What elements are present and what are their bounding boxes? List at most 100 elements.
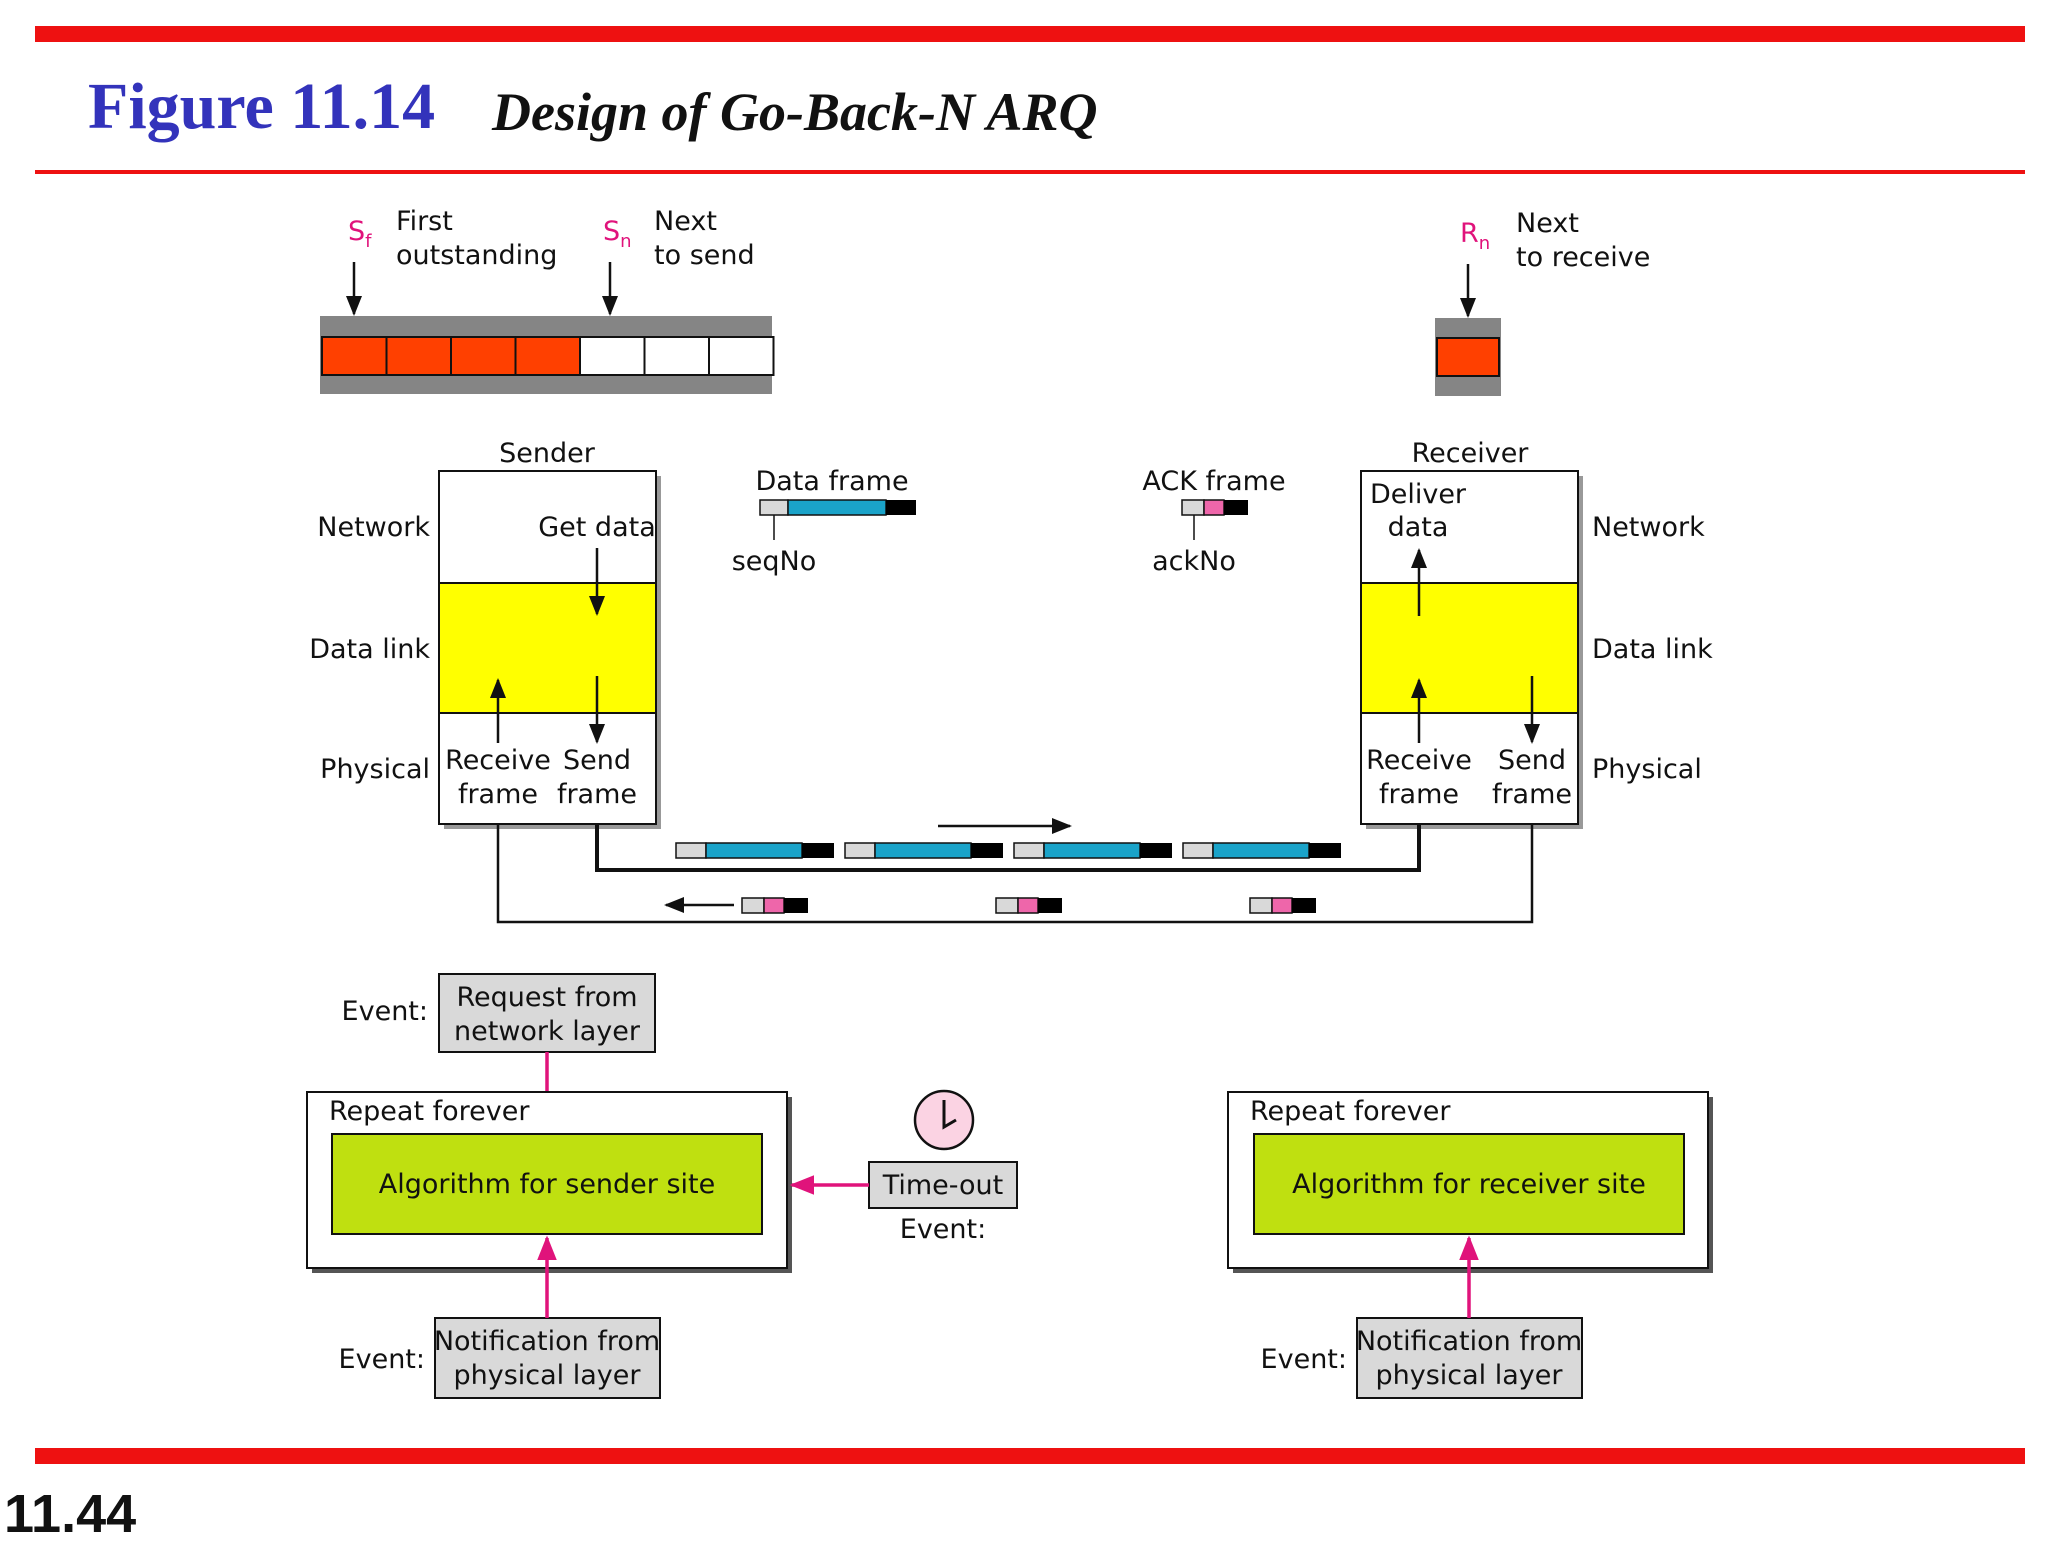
sender-request-text-1: Request from: [456, 982, 637, 1013]
ack-frame-trailer: [1292, 898, 1316, 913]
sender-request-event-label: Event:: [342, 996, 428, 1027]
sender-repeat-label: Repeat forever: [329, 1096, 530, 1127]
sender-receive-frame-2: frame: [458, 779, 538, 810]
data-frame-seq-field: [844, 842, 876, 859]
data-frames-in-transit: [675, 842, 1341, 859]
outstanding-frame-slot: [450, 336, 517, 376]
receiver-algorithm-label: Algorithm for receiver site: [1292, 1169, 1646, 1200]
figure-number: Figure 11.14: [88, 70, 435, 143]
sn-pointer-label: Sn: [603, 216, 632, 252]
data-frame-legend-label: Data frame: [755, 466, 908, 497]
data-frame-payload: [1043, 842, 1141, 859]
rn-pointer-label: Rn: [1460, 218, 1490, 254]
receiver-send-frame-1: Send: [1498, 745, 1566, 776]
ack-frame-ack-field: [1017, 897, 1039, 914]
sender-physical-label: Physical: [320, 754, 430, 785]
data-channel-line: [595, 824, 1421, 872]
sender-data-link-label: Data link: [309, 634, 430, 665]
data-frame-payload: [1212, 842, 1310, 859]
sender-notification-text-1: Notification from: [434, 1326, 660, 1357]
sender-send-frame-2: frame: [557, 779, 637, 810]
timeout-event-label: Event:: [900, 1214, 986, 1245]
sender-data-link-layer: [438, 582, 657, 714]
figure-title: Design of Go-Back-N ARQ: [491, 82, 1097, 142]
receiver-algorithm-box: [1253, 1133, 1685, 1235]
clock-hands: [942, 1100, 957, 1130]
ack-frame-legend: [1181, 499, 1248, 516]
receiver-window-slot: [1436, 337, 1500, 377]
rn-desc-line2: to receive: [1516, 242, 1650, 273]
legend-ack-trailer: [1224, 500, 1248, 515]
receiver-network-layer: [1360, 470, 1579, 584]
ack-frame-trailer: [784, 898, 808, 913]
ack-frame-legend-label: ACK frame: [1142, 466, 1285, 497]
timeout-event-box: [868, 1161, 1018, 1209]
sf-desc-line2: outstanding: [396, 240, 557, 271]
sender-network-label: Network: [317, 512, 430, 543]
receiver-data-link-layer: [1360, 582, 1579, 714]
data-frame-seq-field: [1182, 842, 1214, 859]
data-frame-trailer: [1140, 843, 1172, 858]
receiver-notification-text-2: physical layer: [1375, 1360, 1563, 1391]
receiver-deliver-data-2: data: [1388, 512, 1449, 543]
ack-frames-in-transit: [741, 897, 1316, 914]
receiver-title: Receiver: [1412, 438, 1530, 469]
legend-data-payload: [787, 499, 887, 516]
sf-pointer-label: Sf: [348, 216, 372, 252]
sender-request-text-2: network layer: [454, 1016, 641, 1047]
ack-frame-ack-field: [763, 897, 785, 914]
receiver-notification-event-label: Event:: [1261, 1344, 1347, 1375]
sn-desc-line1: Next: [654, 206, 717, 237]
receiver-notification-text-1: Notification from: [1356, 1326, 1582, 1357]
ack-frame-seq-field: [741, 897, 765, 914]
receiver-data-link-label: Data link: [1592, 634, 1713, 665]
outstanding-frame-slot: [385, 336, 452, 376]
sender-window-slots: [321, 336, 775, 376]
data-frame-payload: [705, 842, 803, 859]
ack-frame-ack-field: [1271, 897, 1293, 914]
ack-frame-trailer: [1038, 898, 1062, 913]
legend-data-trailer: [886, 500, 916, 515]
ack-frame-seq-field: [1249, 897, 1273, 914]
data-frame-seq-field: [1013, 842, 1045, 859]
sender-send-frame-1: Send: [563, 745, 631, 776]
title-underline: [35, 170, 2025, 174]
receiver-receive-frame-2: frame: [1379, 779, 1459, 810]
outstanding-frame-slot: [321, 336, 388, 376]
data-frame-trailer: [1309, 843, 1341, 858]
sender-receive-frame-1: Receive: [445, 745, 551, 776]
sn-desc-line2: to send: [654, 240, 755, 271]
timeout-label: Time-out: [882, 1170, 1004, 1201]
sender-request-event-box: [438, 973, 656, 1053]
sender-algorithm-box: [331, 1133, 763, 1235]
ack-frame-seq-field: [995, 897, 1019, 914]
free-frame-slot: [579, 336, 646, 376]
receiver-receive-frame-1: Receive: [1366, 745, 1472, 776]
sender-algorithm-label: Algorithm for sender site: [379, 1169, 716, 1200]
sender-get-data: Get data: [538, 512, 656, 543]
sf-desc-line1: First: [396, 206, 453, 237]
legend-ack-field: [1203, 499, 1225, 516]
receiver-physical-label: Physical: [1592, 754, 1702, 785]
data-frame-legend: [759, 499, 916, 516]
free-frame-slot: [708, 336, 775, 376]
top-rule: [35, 26, 2025, 42]
rn-desc-line1: Next: [1516, 208, 1579, 239]
sender-title: Sender: [499, 438, 596, 469]
seqno-label: seqNo: [732, 546, 817, 577]
legend-ack-seq-field: [1181, 499, 1205, 516]
receiver-deliver-data-1: Deliver: [1370, 479, 1467, 510]
receiver-repeat-label: Repeat forever: [1250, 1096, 1451, 1127]
sender-notification-text-2: physical layer: [453, 1360, 641, 1391]
receiver-network-label: Network: [1592, 512, 1705, 543]
data-frame-trailer: [971, 843, 1003, 858]
data-frame-seq-field: [675, 842, 707, 859]
receiver-send-frame-2: frame: [1492, 779, 1572, 810]
receiver-notification-box: [1356, 1317, 1583, 1399]
free-frame-slot: [643, 336, 710, 376]
outstanding-frame-slot: [514, 336, 581, 376]
ack-channel-line: [496, 824, 1534, 924]
data-frame-payload: [874, 842, 972, 859]
